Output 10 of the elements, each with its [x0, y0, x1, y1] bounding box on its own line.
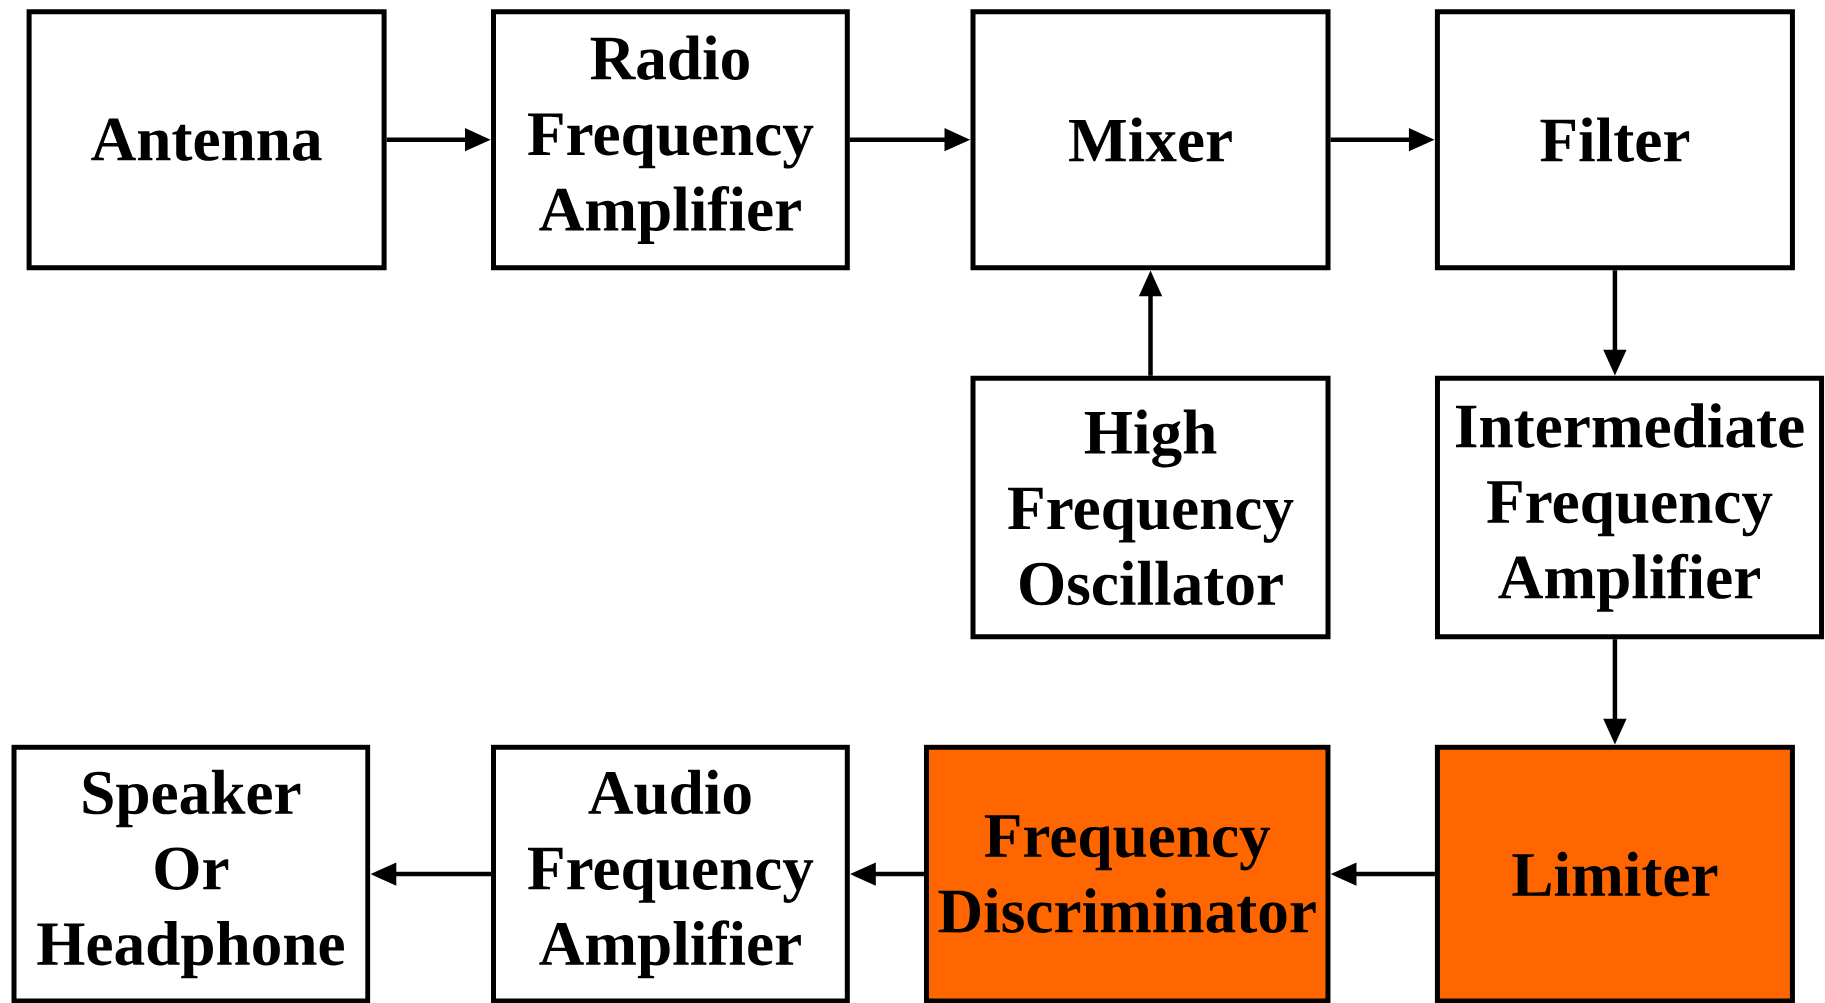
process-box: Antenna [26, 9, 387, 271]
process-box: Audio Frequency Amplifier [491, 744, 850, 1003]
process-box: Frequency Discriminator [923, 744, 1331, 1003]
process-box: High Frequency Oscillator [970, 375, 1331, 640]
process-box: Limiter [1434, 744, 1795, 1003]
process-box: Speaker Or Headphone [11, 744, 371, 1003]
process-box: Intermediate Frequency Amplifier [1434, 375, 1825, 640]
process-box: Filter [1434, 9, 1795, 271]
process-box: Radio Frequency Amplifier [491, 9, 850, 271]
process-box: Mixer [970, 9, 1331, 271]
